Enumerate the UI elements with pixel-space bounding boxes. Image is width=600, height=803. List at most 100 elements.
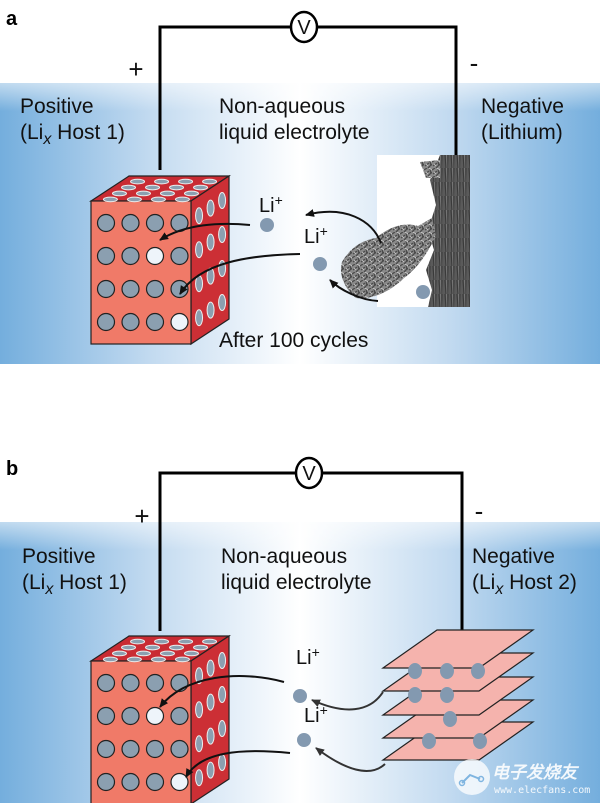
- watermark: 电子发烧友 www.elecfans.com: [454, 759, 590, 796]
- plus-terminal: +: [128, 54, 143, 84]
- cube-hole: [218, 652, 227, 670]
- arrow-to-ion: [305, 209, 382, 244]
- occupied-site: [170, 706, 189, 726]
- cube-hole: [206, 727, 215, 745]
- lithium-ion: [297, 733, 311, 747]
- negative-line2: (Lithium): [481, 121, 563, 144]
- arrow-to-cube: [159, 675, 285, 708]
- occupied-site: [145, 673, 165, 693]
- arrow-to-cube: [179, 253, 301, 295]
- negative-electrode-label: Negative (Lix Host 2): [472, 545, 577, 598]
- occupied-site: [121, 739, 140, 759]
- cube-hole: [195, 275, 204, 293]
- vacant-site: [145, 706, 165, 726]
- cube-hole: [218, 294, 227, 312]
- occupied-site: [121, 706, 140, 726]
- logo-dot: [477, 775, 485, 783]
- cube-hole: [195, 241, 204, 259]
- cube-hole: [218, 754, 227, 772]
- electrolyte-line1: Non-aqueous: [219, 95, 345, 118]
- cube-hole: [154, 638, 170, 645]
- cube-hole: [111, 190, 127, 197]
- cube-hole: [121, 644, 137, 651]
- panel-label: a: [6, 8, 18, 30]
- intercalated-ion: [408, 663, 422, 679]
- cube-hole: [150, 656, 166, 663]
- occupied-site: [170, 739, 189, 759]
- vacant-site: [170, 312, 189, 332]
- positive-host-cube: [88, 634, 232, 803]
- ion-label: Li+: [259, 192, 283, 217]
- cube-hole: [206, 693, 215, 711]
- cube-hole: [174, 196, 190, 203]
- minus-terminal: -: [470, 48, 479, 78]
- intercalated-ion: [443, 711, 457, 727]
- negative-host-layers: [381, 629, 535, 761]
- cube-hole: [195, 667, 204, 685]
- plus-terminal: +: [134, 501, 149, 531]
- circuit-wire: [158, 471, 464, 631]
- cube-hole: [218, 686, 227, 704]
- cube-hole: [206, 233, 215, 251]
- occupied-site: [96, 706, 116, 726]
- cube-hole: [145, 184, 161, 191]
- intercalated-ion: [408, 687, 422, 703]
- cube-hole: [195, 701, 204, 719]
- voltmeter-label: V: [297, 17, 311, 39]
- intercalated-ion: [422, 733, 436, 749]
- cube-hole: [126, 656, 142, 663]
- cube-hole: [121, 184, 137, 191]
- vacant-site: [170, 772, 189, 792]
- cube-hole: [195, 769, 204, 787]
- cube-hole: [206, 199, 215, 217]
- negative-line1: Negative: [472, 545, 555, 568]
- cube-hole: [183, 650, 199, 657]
- logo-mark: [461, 773, 481, 784]
- cube-hole: [150, 196, 166, 203]
- cube-hole: [195, 207, 204, 225]
- negative-electrode-label: Negative (Lithium): [481, 95, 564, 144]
- positive-electrode-label: Positive (Lix Host 1): [22, 545, 127, 598]
- negative-line1: Negative: [481, 95, 564, 118]
- cube-hole: [145, 644, 161, 651]
- electrolyte-line2: liquid electrolyte: [219, 121, 370, 144]
- dendrite-growth: [340, 218, 436, 299]
- intercalated-ion: [471, 663, 485, 679]
- lithium-metal: [426, 155, 470, 307]
- occupied-site: [145, 772, 165, 792]
- lithium-ion: [313, 257, 327, 271]
- occupied-site: [121, 246, 140, 266]
- cube-hole: [218, 192, 227, 210]
- cube-hole: [159, 190, 175, 197]
- positive-electrode-label: Positive (Lix Host 1): [20, 95, 125, 148]
- minus-terminal: -: [475, 496, 484, 526]
- arrow-to-cube: [159, 222, 251, 241]
- positive-host-cube: [88, 174, 232, 346]
- cycle-caption: After 100 cycles: [219, 329, 368, 352]
- electrolyte-line1: Non-aqueous: [221, 545, 347, 568]
- intercalated-ion: [440, 687, 454, 703]
- cube-hole: [154, 178, 170, 185]
- intercalated-ion: [440, 663, 454, 679]
- cube-hole: [174, 656, 190, 663]
- cube-hole: [111, 650, 127, 657]
- watermark-logo-icon: [454, 759, 490, 795]
- cube-hole: [195, 735, 204, 753]
- cube-hole: [195, 309, 204, 327]
- cube-hole: [178, 178, 194, 185]
- electrolyte-line2: liquid electrolyte: [221, 571, 372, 594]
- occupied-site: [96, 246, 116, 266]
- occupied-site: [96, 312, 116, 332]
- ion-label: Li+: [304, 223, 328, 248]
- voltmeter-circle: [294, 456, 324, 490]
- positive-line1: Positive: [22, 545, 96, 568]
- electrolyte-label: Non-aqueous liquid electrolyte: [221, 545, 372, 594]
- cube-hole: [102, 656, 118, 663]
- voltmeter-circle: [289, 10, 319, 44]
- logo-dot: [458, 779, 466, 787]
- occupied-site: [96, 213, 116, 233]
- cube-hole: [130, 638, 146, 645]
- occupied-site: [145, 213, 165, 233]
- panel-label: b: [6, 458, 18, 480]
- lithium-ion: [260, 218, 274, 232]
